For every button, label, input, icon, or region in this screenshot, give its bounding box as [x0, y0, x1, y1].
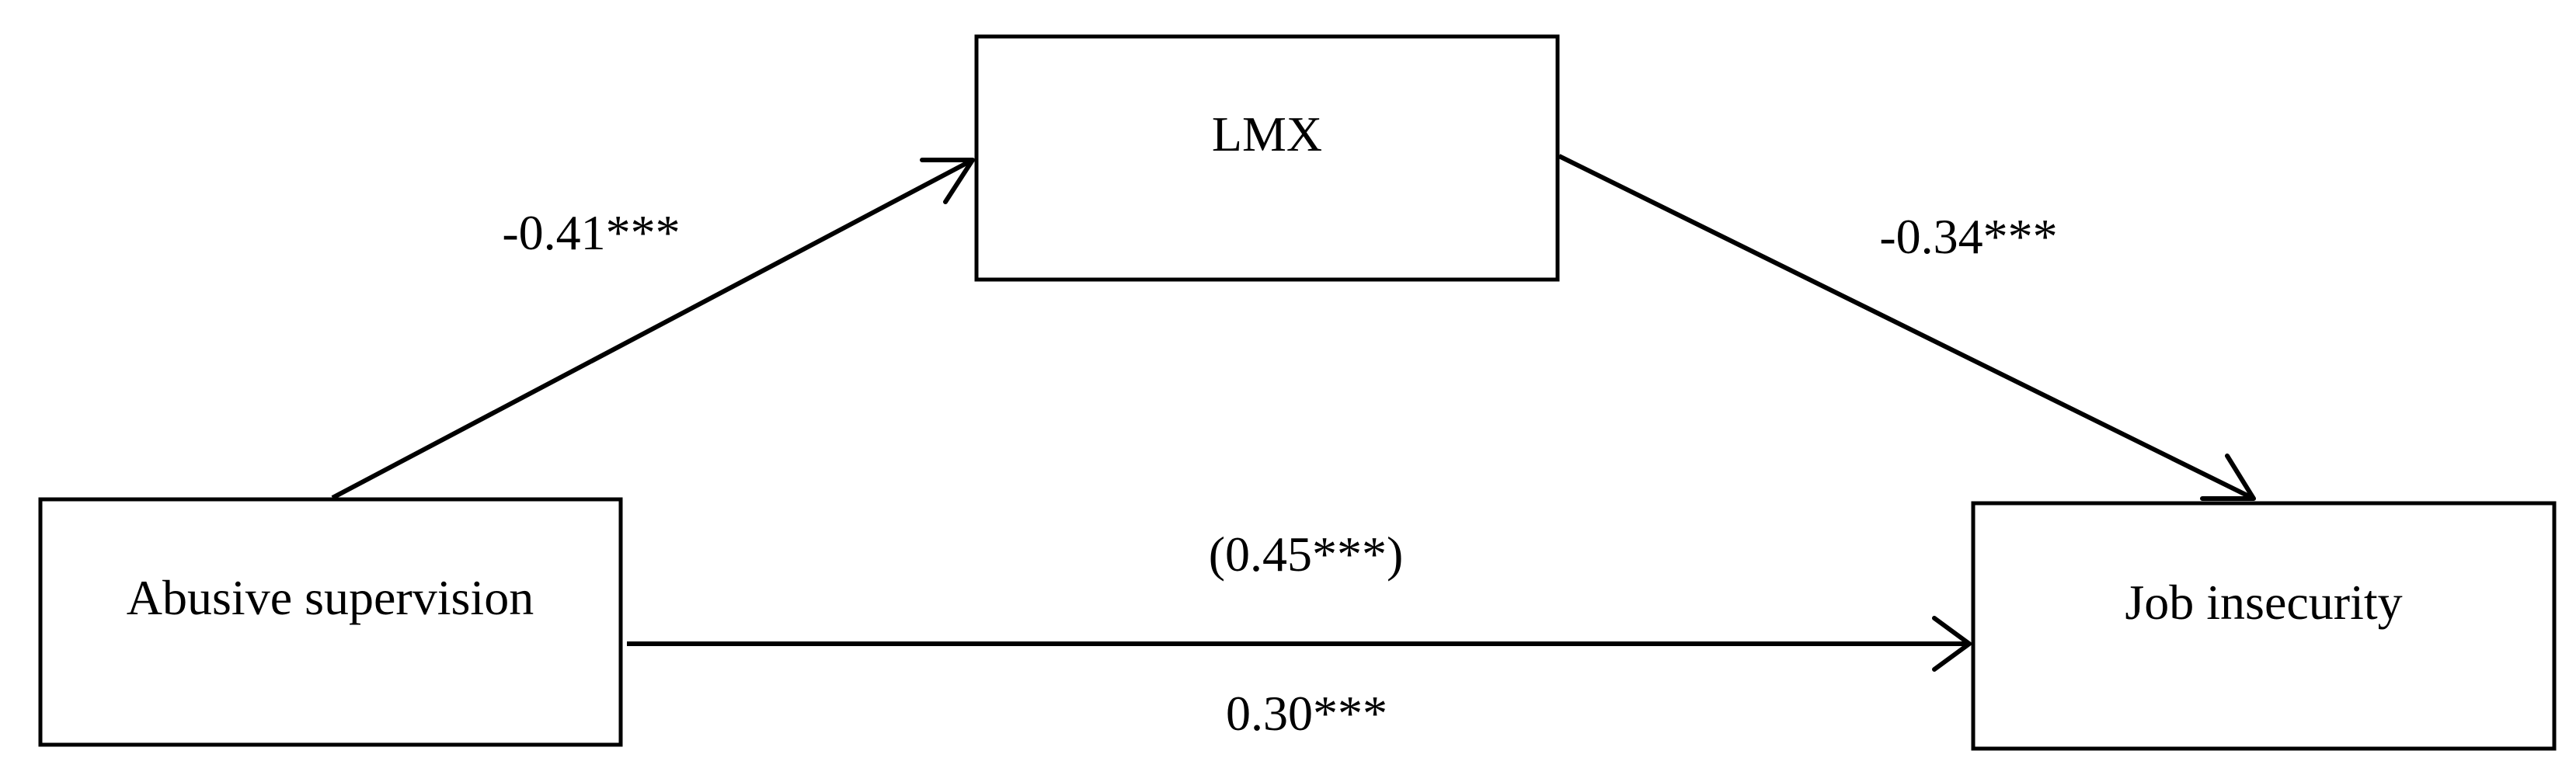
node-job-insecurity-label: Job insecurity — [2125, 575, 2402, 630]
node-lmx: LMX — [974, 34, 1560, 282]
edge-abusive-to-lmx — [331, 158, 975, 500]
node-job-insecurity: Job insecurity — [1971, 501, 2557, 751]
node-abusive-supervision-label: Abusive supervision — [127, 570, 534, 625]
a-path-coefficient: -0.41*** — [502, 205, 680, 260]
arrowhead-icon — [1932, 616, 1972, 672]
node-lmx-label: LMX — [1212, 106, 1322, 162]
b-path-coefficient: -0.34*** — [1879, 209, 2057, 264]
direct-effect-coefficient: 0.30*** — [1226, 686, 1387, 741]
edge-lmx-to-job-insecurity — [1558, 154, 2256, 501]
edge-abusive-to-job-insecurity — [627, 616, 1972, 672]
arrowhead-icon — [920, 158, 975, 204]
node-abusive-supervision: Abusive supervision — [38, 497, 623, 747]
arrowhead-icon — [2200, 454, 2256, 501]
total-effect-coefficient: (0.45***) — [1209, 527, 1404, 582]
